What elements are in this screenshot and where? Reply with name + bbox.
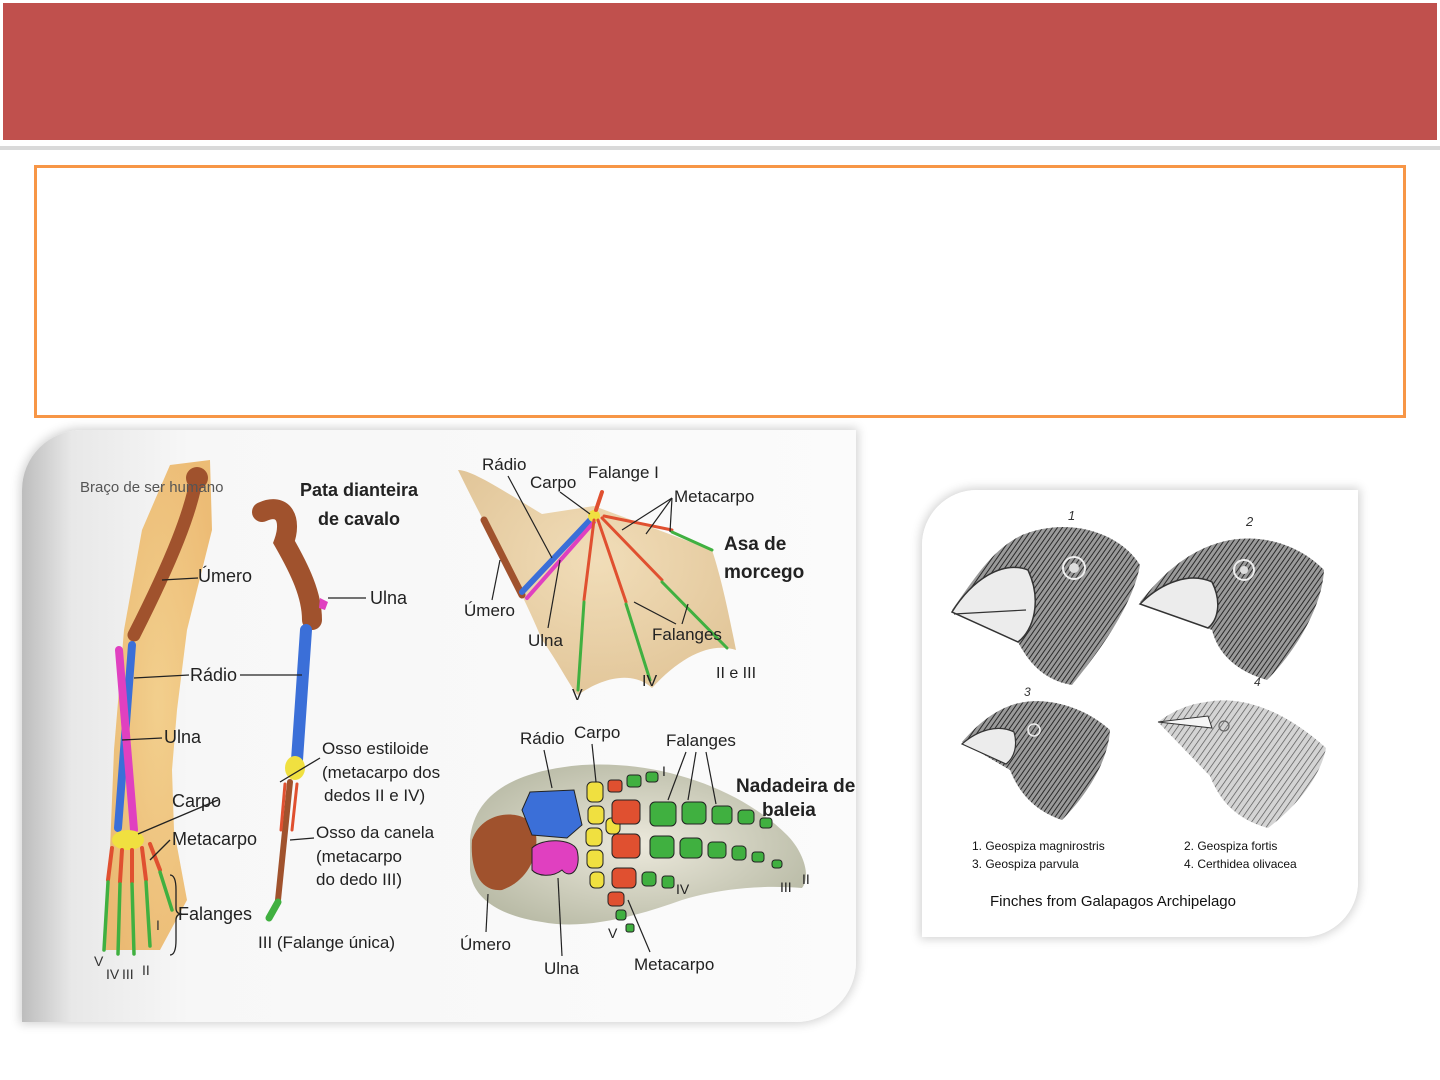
whale-ulna-label: Ulna: [544, 959, 580, 978]
title-banner: [3, 3, 1437, 140]
human-radio-label: Rádio: [190, 665, 237, 685]
human-carpo-label: Carpo: [172, 791, 221, 811]
bat-digit-iv-label: IV: [642, 673, 657, 690]
whale-umero-label: Úmero: [460, 935, 511, 954]
homology-figure-panel: Braço de ser humano Úmero Rádio Ulna Car…: [22, 430, 856, 1022]
whale-radio-bone: [522, 790, 582, 838]
bat-carpo-label: Carpo: [530, 473, 576, 492]
bat-falange-i-label: Falange I: [588, 463, 659, 482]
human-ulna-label: Ulna: [164, 727, 202, 747]
horse-heading-line1: Pata dianteira: [300, 480, 419, 500]
finch-4-number: 4: [1254, 675, 1261, 689]
finch-caption: Finches from Galapagos Archipelago: [990, 893, 1236, 910]
horse-estiloide-label-line3: dedos II e IV): [324, 786, 425, 805]
whale-digit-iv-label: IV: [676, 881, 690, 897]
whale-carpo-label: Carpo: [574, 723, 620, 742]
whale-heading-line1: Nadadeira de: [736, 776, 855, 797]
bat-digit-ii-iii-label: II e III: [716, 665, 756, 682]
banner-divider: [0, 146, 1440, 150]
whale-digit-ii-label: II: [802, 871, 810, 887]
finch-2-number: 2: [1245, 514, 1254, 529]
human-heading: Braço de ser humano: [80, 479, 223, 496]
human-metacarpo-label: Metacarpo: [172, 829, 257, 849]
horse-ulna-label: Ulna: [370, 588, 408, 608]
human-digit-iv: IV: [106, 966, 120, 982]
whale-ulna-bone: [532, 841, 578, 876]
whale-radio-label: Rádio: [520, 729, 564, 748]
human-falanges-label: Falanges: [178, 904, 252, 924]
finch-1-number: 1: [1068, 508, 1075, 523]
human-umero-label: Úmero: [198, 565, 252, 586]
finch-legend-2: 2. Geospiza fortis: [1184, 839, 1277, 853]
whale-digit-i-label: I: [662, 763, 666, 779]
whale-metacarpo-label: Metacarpo: [634, 955, 714, 974]
horse-estiloide-label-line1: Osso estiloide: [322, 739, 429, 758]
horse-canela-label-line3: do dedo III): [316, 870, 402, 889]
whale-digit-iii-label: III: [780, 879, 792, 895]
bat-ulna-label: Ulna: [528, 631, 564, 650]
content-text-box: [34, 165, 1406, 418]
finch-legend-3: 3. Geospiza parvula: [972, 857, 1079, 871]
human-digit-ii: II: [142, 962, 150, 978]
whale-digit-v-label: V: [608, 925, 618, 941]
human-digit-v: V: [94, 953, 104, 969]
bat-digit-v-label: V: [572, 687, 583, 704]
bat-metacarpo-label: Metacarpo: [674, 487, 754, 506]
whale-heading-line2: baleia: [762, 800, 816, 821]
horse-canela-label-line2: (metacarpo: [316, 847, 402, 866]
human-digit-i: I: [156, 917, 160, 933]
human-digit-iii: III: [122, 966, 134, 982]
bat-heading-line2: morcego: [724, 562, 804, 583]
horse-carpo-bone: [285, 756, 305, 780]
bat-falanges-label: Falanges: [652, 625, 722, 644]
finches-figure-panel: 1 2 3 4 1. Geospiza magnirostris 2. Geos…: [922, 490, 1358, 937]
homology-figure: Braço de ser humano Úmero Rádio Ulna Car…: [22, 430, 856, 1022]
finches-figure: 1 2 3 4 1. Geospiza magnirostris 2. Geos…: [922, 490, 1358, 937]
finch-legend-1: 1. Geospiza magnirostris: [972, 839, 1105, 853]
bat-radio-label: Rádio: [482, 455, 526, 474]
horse-estiloide-label-line2: (metacarpo dos: [322, 763, 440, 782]
horse-heading-line2: de cavalo: [318, 509, 400, 529]
whale-falanges-label: Falanges: [666, 731, 736, 750]
finch-3-number: 3: [1024, 685, 1031, 699]
bat-heading-line1: Asa de: [724, 534, 786, 555]
horse-canela-label-line1: Osso da canela: [316, 823, 435, 842]
finch-legend-4: 4. Certhidea olivacea: [1184, 857, 1297, 871]
horse-falange-label: III (Falange única): [258, 933, 395, 952]
bat-umero-label: Úmero: [464, 601, 515, 620]
